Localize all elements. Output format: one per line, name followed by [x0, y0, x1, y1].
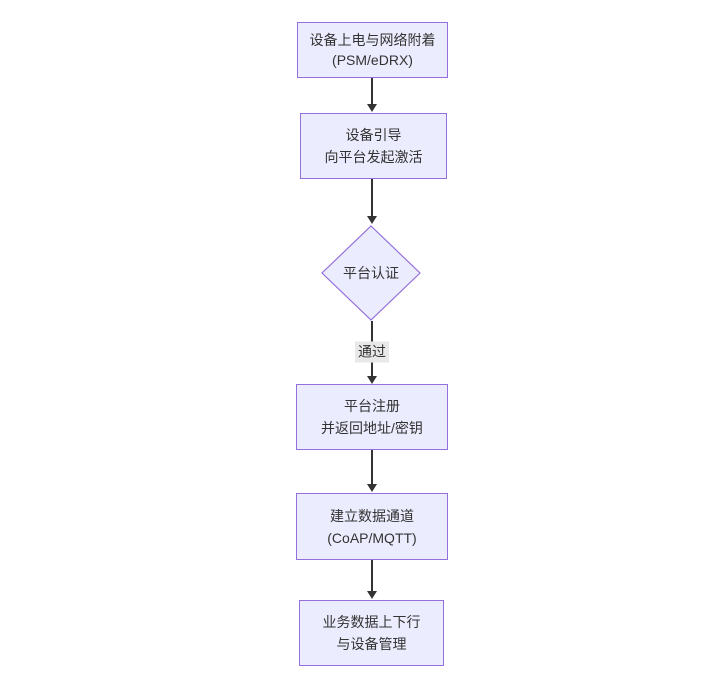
edge-channel-to-business: [371, 560, 373, 592]
node-label-line: 并返回地址/密钥: [321, 420, 423, 436]
node-label-line: 建立数据通道: [330, 507, 414, 524]
edge-bootstrap-to-auth: [371, 179, 373, 217]
edge-power-to-bootstrap: [371, 78, 373, 105]
node-label-line: 与设备管理: [336, 636, 407, 652]
arrowhead-icon: [367, 104, 377, 112]
node-business-data: 业务数据上下行 与设备管理: [299, 600, 444, 666]
edge-label-pass: 通过: [355, 341, 389, 363]
node-bootstrap: 设备引导 向平台发起激活: [300, 113, 447, 179]
node-label-line: 设备引导: [345, 127, 402, 143]
diamond-shape: [321, 225, 421, 321]
node-label-line: (CoAP/MQTT): [327, 529, 417, 546]
node-register: 平台注册 并返回地址/密钥: [296, 384, 448, 450]
node-label-line: 平台注册: [344, 398, 400, 414]
node-label-line: 设备上电与网络附着: [309, 32, 436, 48]
node-label-line: (PSM/eDRX): [332, 52, 413, 68]
edge-register-to-channel: [371, 450, 373, 485]
arrowhead-icon: [367, 484, 377, 492]
arrowhead-icon: [367, 591, 377, 599]
node-label-line: 向平台发起激活: [324, 149, 423, 165]
arrowhead-icon: [367, 216, 377, 224]
node-data-channel: 建立数据通道 (CoAP/MQTT): [296, 493, 448, 560]
node-power-attach: 设备上电与网络附着 (PSM/eDRX): [297, 22, 448, 78]
node-label: 平台认证: [343, 265, 399, 281]
node-label-line: 业务数据上下行: [322, 614, 421, 630]
node-platform-auth: 平台认证: [321, 225, 421, 321]
arrowhead-icon: [367, 376, 377, 384]
